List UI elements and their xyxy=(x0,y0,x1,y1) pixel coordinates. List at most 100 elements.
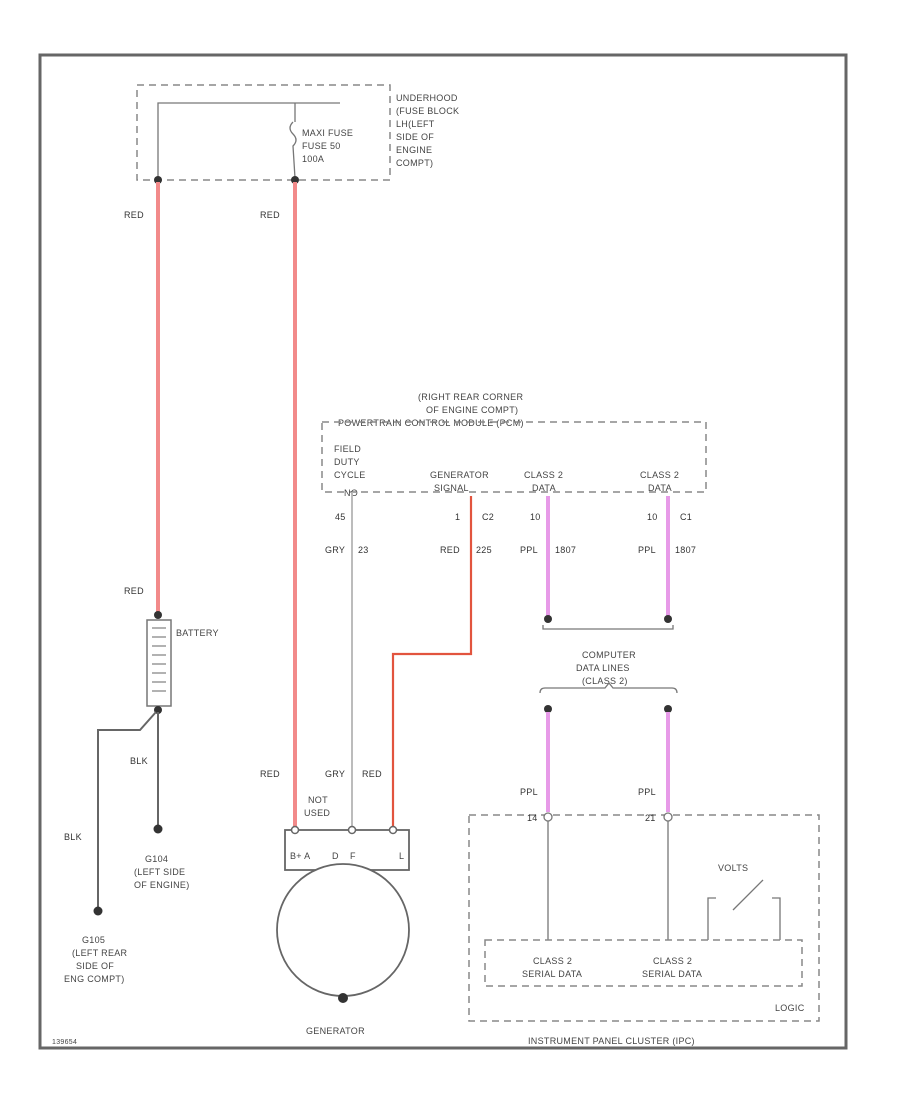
svg-text:DATA: DATA xyxy=(532,483,556,493)
svg-text:SIGNAL: SIGNAL xyxy=(434,483,469,493)
wire-circuit-red: 225 xyxy=(476,545,492,555)
terminal-b-a: B+ A xyxy=(290,851,310,861)
blk-wire-g105 xyxy=(97,711,157,908)
svg-text:(FUSE BLOCK: (FUSE BLOCK xyxy=(396,106,459,116)
volts-label: VOLTS xyxy=(718,863,748,873)
maxi-fuse-label: MAXI FUSE FUSE 50 100A xyxy=(302,128,353,164)
pin-c2a: 10 xyxy=(530,512,541,522)
svg-text:SERIAL DATA: SERIAL DATA xyxy=(642,969,702,979)
pcm-location-label: (RIGHT REAR CORNER OF ENGINE COMPT) xyxy=(418,392,523,415)
ipc-pin-a: 14 xyxy=(527,813,538,823)
generator-ground xyxy=(338,993,348,1003)
battery-label: BATTERY xyxy=(176,628,219,638)
pcm-field-duty-label: FIELD DUTY CYCLE xyxy=(334,444,366,480)
data-lines-label: COMPUTER DATA LINES (CLASS 2) xyxy=(576,650,636,686)
svg-text:CLASS 2: CLASS 2 xyxy=(524,470,563,480)
ground-g105 xyxy=(93,906,103,916)
svg-text:(CLASS 2): (CLASS 2) xyxy=(582,676,628,686)
outer-frame xyxy=(38,53,848,1050)
generator-name: GENERATOR xyxy=(306,1026,365,1036)
underhood-fuse-block xyxy=(136,84,391,181)
ipc-serial-b-label: CLASS 2 SERIAL DATA xyxy=(642,956,702,979)
maxi-fuse-symbol xyxy=(289,121,297,179)
pcm-generator-signal-label: GENERATOR SIGNAL xyxy=(430,470,489,493)
battery-symbol xyxy=(146,619,172,707)
svg-text:DATA LINES: DATA LINES xyxy=(576,663,630,673)
svg-text:CLASS 2: CLASS 2 xyxy=(533,956,572,966)
svg-text:LH(LEFT: LH(LEFT xyxy=(396,119,435,129)
terminal-f: F xyxy=(350,851,356,861)
ipc-logic-label: LOGIC xyxy=(775,1003,805,1013)
pcm-box xyxy=(321,421,707,493)
wire-label-ppl-2: PPL xyxy=(638,545,656,555)
ground-g105-label: G105 (LEFT REAR SIDE OF ENG COMPT) xyxy=(64,935,128,984)
svg-text:USED: USED xyxy=(304,808,330,818)
wire-label-ppl-3: PPL xyxy=(520,787,538,797)
svg-text:UNDERHOOD: UNDERHOOD xyxy=(396,93,458,103)
wire-label-red-3: RED xyxy=(124,586,144,596)
ipc-pin-b: 21 xyxy=(645,813,656,823)
svg-text:G104: G104 xyxy=(145,854,168,864)
underhood-block-label: UNDERHOOD (FUSE BLOCK LH(LEFT SIDE OF EN… xyxy=(396,93,459,168)
ipc-name: INSTRUMENT PANEL CLUSTER (IPC) xyxy=(528,1036,695,1046)
svg-text:OF ENGINE COMPT): OF ENGINE COMPT) xyxy=(426,405,518,415)
ipc-serial-a-label: CLASS 2 SERIAL DATA xyxy=(522,956,582,979)
generator-not-used-label: NOT USED xyxy=(304,795,330,818)
wire-label-gry-2: GRY xyxy=(325,769,345,779)
ground-g104 xyxy=(153,824,163,834)
terminal-l: L xyxy=(399,851,404,861)
svg-text:FIELD: FIELD xyxy=(334,444,361,454)
svg-text:FUSE 50: FUSE 50 xyxy=(302,141,341,151)
svg-text:(LEFT REAR: (LEFT REAR xyxy=(72,948,128,958)
pcm-title: POWERTRAIN CONTROL MODULE (PCM) xyxy=(338,418,524,428)
conn-c2b: C1 xyxy=(680,512,692,522)
data-lines-brace xyxy=(539,681,678,694)
wire-label-red-1: RED xyxy=(124,210,144,220)
wire-label-red-4: RED xyxy=(260,769,280,779)
pcm-class2-b-label: CLASS 2 DATA xyxy=(640,470,679,493)
svg-text:(RIGHT REAR CORNER: (RIGHT REAR CORNER xyxy=(418,392,523,402)
terminal-d: D xyxy=(332,851,339,861)
volts-gauge-bracket xyxy=(707,897,781,940)
svg-text:G105: G105 xyxy=(82,935,105,945)
wire-label-gry-1: GRY xyxy=(325,545,345,555)
pin-gen: 1 xyxy=(455,512,460,522)
wire-label-ppl-1: PPL xyxy=(520,545,538,555)
svg-text:NOT: NOT xyxy=(308,795,328,805)
svg-text:ENG COMPT): ENG COMPT) xyxy=(64,974,125,984)
svg-text:COMPT): COMPT) xyxy=(396,158,433,168)
pcm-field-pin: NO xyxy=(344,488,358,498)
svg-text:CLASS 2: CLASS 2 xyxy=(640,470,679,480)
svg-text:DATA: DATA xyxy=(648,483,672,493)
wire-circuit-ppl-a: 1807 xyxy=(555,545,576,555)
svg-text:(LEFT SIDE: (LEFT SIDE xyxy=(134,867,185,877)
ipc-box xyxy=(468,814,820,1022)
wire-label-red-5: RED xyxy=(440,545,460,555)
conn-gen: C2 xyxy=(482,512,494,522)
volts-gauge-needle xyxy=(732,879,764,911)
pcm-class2-a-label: CLASS 2 DATA xyxy=(524,470,563,493)
svg-text:DUTY: DUTY xyxy=(334,457,360,467)
svg-text:COMPUTER: COMPUTER xyxy=(582,650,636,660)
svg-text:CYCLE: CYCLE xyxy=(334,470,366,480)
svg-text:SIDE OF: SIDE OF xyxy=(396,132,434,142)
svg-text:SIDE OF: SIDE OF xyxy=(76,961,114,971)
pin-c2b: 10 xyxy=(647,512,658,522)
red-generator-signal-wire xyxy=(391,496,473,830)
svg-text:GENERATOR: GENERATOR xyxy=(430,470,489,480)
svg-text:SERIAL DATA: SERIAL DATA xyxy=(522,969,582,979)
wire-label-blk-2: BLK xyxy=(64,832,82,842)
svg-text:ENGINE: ENGINE xyxy=(396,145,432,155)
generator-symbol xyxy=(276,863,410,997)
wire-circuit-ppl-b: 1807 xyxy=(675,545,696,555)
ground-g104-label: G104 (LEFT SIDE OF ENGINE) xyxy=(134,854,190,890)
fuse-bus xyxy=(157,102,340,178)
svg-text:CLASS 2: CLASS 2 xyxy=(653,956,692,966)
wire-label-red-6: RED xyxy=(362,769,382,779)
wire-label-blk-1: BLK xyxy=(130,756,148,766)
svg-text:100A: 100A xyxy=(302,154,324,164)
svg-text:OF ENGINE): OF ENGINE) xyxy=(134,880,190,890)
wire-label-ppl-4: PPL xyxy=(638,787,656,797)
ipc-logic-box xyxy=(484,939,803,987)
